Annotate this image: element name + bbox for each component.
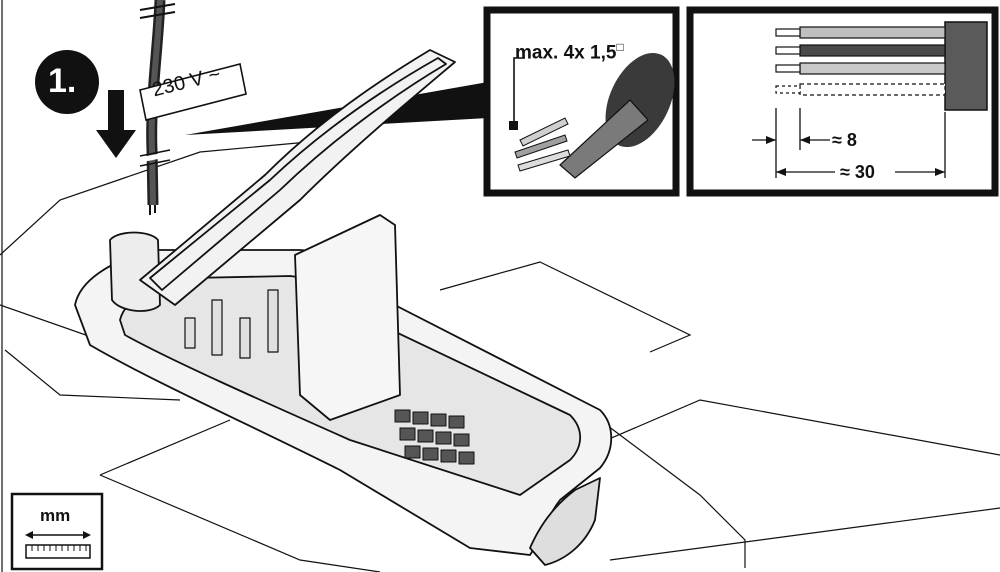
mounting-posts — [184, 289, 279, 359]
square-mm-symbol: □ — [616, 40, 624, 54]
voltage-tag — [139, 63, 247, 121]
strip-length-panel — [686, 6, 999, 197]
terminal-block — [394, 409, 475, 465]
cable-detail-panel — [483, 6, 680, 197]
strip-length-short: ≈ 8 — [832, 130, 857, 150]
insert-arrow — [96, 90, 136, 158]
step-badge — [35, 50, 99, 114]
strip-length-long: ≈ 30 — [840, 162, 875, 182]
units-badge — [10, 492, 104, 571]
step-number: 1. — [48, 62, 77, 100]
cable-spec-label: max. 4x 1,5□ — [515, 40, 624, 64]
circuit-board — [294, 214, 401, 421]
supply-cable — [139, 0, 176, 215]
units-label: mm — [40, 506, 71, 525]
cable-spec-text: max. 4x 1,5 — [515, 42, 617, 64]
wallbox-housing — [74, 49, 613, 566]
